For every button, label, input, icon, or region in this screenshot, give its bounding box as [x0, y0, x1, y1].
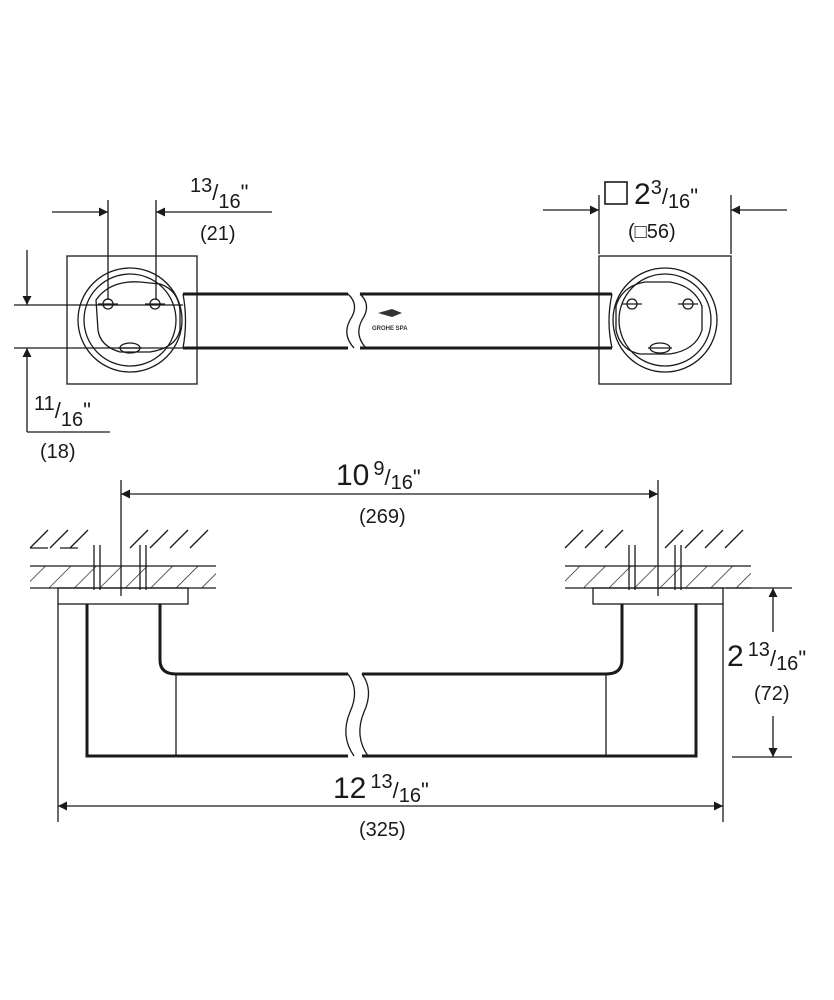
- dim-rosette-num: 3: [651, 177, 662, 199]
- brand-label: GROHE SPA: [372, 326, 408, 332]
- svg-text:23/16": 23/16": [634, 177, 698, 213]
- svg-text:213/16": 213/16": [727, 639, 806, 675]
- top-view: GROHE SPA 13/16" (21) 23/16" (□56): [14, 175, 787, 463]
- dim-tube-num: 11: [34, 393, 55, 415]
- dim-center-den: 16: [391, 472, 413, 494]
- dim-projection-den: 16: [776, 653, 798, 675]
- svg-text:13/16": 13/16": [190, 175, 248, 213]
- dim-hole-spacing-num: 13: [190, 175, 212, 197]
- dim-tube-diameter: 11/16" (18): [14, 250, 183, 463]
- dim-projection-mm: (72): [754, 683, 790, 705]
- dim-tube-den: 16: [61, 409, 83, 431]
- dim-overall-unit: ": [421, 778, 429, 803]
- dim-overall-whole: 12: [333, 772, 366, 805]
- dim-projection-whole: 2: [727, 640, 744, 673]
- bar-side: [85, 604, 698, 758]
- dim-rosette-size: 23/16" (□56): [543, 177, 787, 254]
- dim-tube-mm: (18): [40, 441, 76, 463]
- left-wall-plate: [57, 587, 189, 605]
- dim-projection-num: 13: [748, 639, 770, 661]
- dim-rosette-mm: (□56): [628, 221, 676, 243]
- dim-hole-spacing-unit: ": [241, 180, 249, 205]
- square-symbol-icon: [604, 181, 628, 205]
- dim-center-unit: ": [413, 465, 421, 490]
- dim-rosette-unit: ": [690, 184, 698, 209]
- svg-text:11/16": 11/16": [34, 393, 91, 431]
- dim-projection-unit: ": [798, 646, 806, 671]
- dim-rosette-whole: 2: [634, 178, 651, 211]
- right-rosette: [598, 255, 732, 385]
- brand-logo-icon: [378, 309, 402, 317]
- dim-overall-den: 16: [399, 785, 421, 807]
- left-wall-hatch: [29, 529, 216, 590]
- svg-text:109/16": 109/16": [336, 458, 421, 494]
- dim-hole-spacing-mm: (21): [200, 223, 236, 245]
- dim-hole-spacing-den: 16: [218, 191, 240, 213]
- bar-top: GROHE SPA: [182, 292, 613, 350]
- left-rosette: [66, 255, 198, 385]
- dim-center-mm: (269): [359, 506, 406, 528]
- dim-overall-mm: (325): [359, 819, 406, 841]
- dim-overall-num: 13: [370, 771, 392, 793]
- dim-tube-unit: ": [83, 398, 91, 423]
- dim-hole-spacing: 13/16" (21): [52, 175, 272, 300]
- dim-center-whole: 10: [336, 459, 369, 492]
- dim-center-num: 9: [373, 458, 384, 480]
- dim-rosette-den: 16: [668, 191, 690, 213]
